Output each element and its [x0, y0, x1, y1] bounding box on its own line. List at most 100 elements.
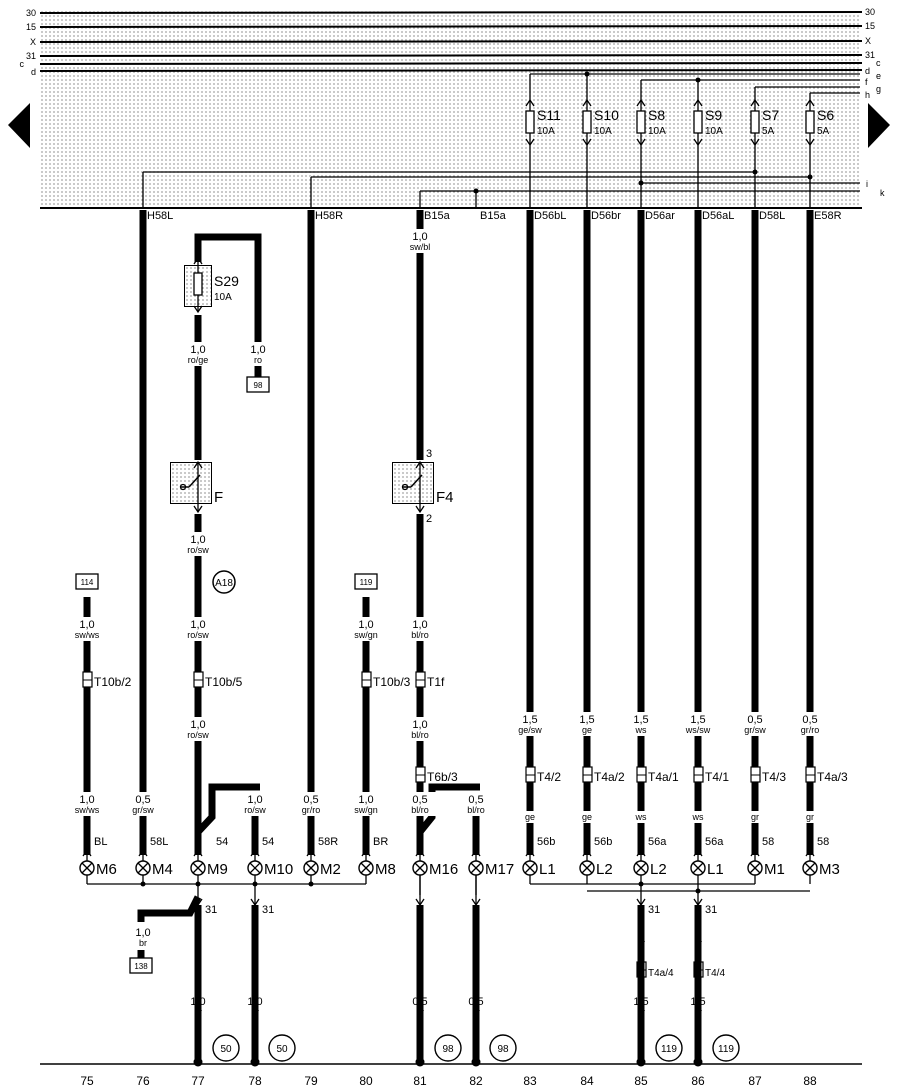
- bulb-icon: [414, 862, 426, 874]
- wire-color: sw/ws: [75, 630, 100, 640]
- bulb-label: M2: [320, 861, 341, 878]
- ref-box-label: 98: [254, 381, 263, 390]
- wire-color: sw/bl: [410, 242, 431, 252]
- fuse-icon: [193, 272, 203, 296]
- bus-line: [39, 69, 863, 72]
- wire-color: br: [139, 938, 147, 948]
- label-background: [513, 712, 547, 736]
- ref-box-label: 114: [81, 578, 94, 587]
- switch-f-label: F: [214, 489, 223, 506]
- pin-label: 54: [262, 836, 274, 848]
- ref-box-label: 138: [134, 962, 148, 971]
- connector-label: T4/2: [537, 770, 561, 784]
- bus-label-right: h: [865, 90, 870, 100]
- bus-line: [39, 11, 863, 14]
- wire-size: 1,0: [79, 619, 94, 631]
- fuse-rating: 10A: [537, 126, 555, 137]
- column-number: 81: [413, 1074, 427, 1088]
- bulb-label: L1: [707, 861, 724, 878]
- connector-label: T4/4: [705, 968, 725, 979]
- label-background: [238, 792, 272, 816]
- ref-circle-label: 50: [220, 1044, 232, 1055]
- bulb-icon: [804, 862, 816, 874]
- bus-label-right: X: [865, 36, 871, 46]
- bulb-label: L2: [596, 861, 613, 878]
- pin-label: BR: [373, 836, 388, 848]
- connector-label: T4a/3: [817, 770, 848, 784]
- fuse-name: S10: [594, 107, 619, 123]
- bus-label-right: e: [876, 71, 881, 81]
- wire-size: 1,0: [79, 794, 94, 806]
- wire-color: ro/sw: [187, 730, 209, 740]
- wire-size: 1,0: [250, 344, 265, 356]
- wire-size: 1,5: [690, 714, 705, 726]
- fuse-rating: 10A: [594, 126, 612, 137]
- wire-color: ro/ge: [188, 355, 209, 365]
- ref-circle: [212, 570, 236, 594]
- pin-label: 56a: [705, 836, 724, 848]
- junction-dot: [140, 881, 146, 887]
- bulb-label: M16: [429, 861, 458, 878]
- label-background: [681, 811, 715, 823]
- ref-box: [129, 957, 153, 974]
- bulb-icon: [635, 862, 647, 874]
- terminal-label: D56br: [591, 210, 621, 222]
- wire-size: 1,0: [190, 619, 205, 631]
- wire-color: gr/sw: [132, 805, 154, 815]
- connector-label: T10b/2: [94, 675, 132, 689]
- bulb-icon: [305, 862, 317, 874]
- label-background: [403, 717, 437, 741]
- column-number: 87: [748, 1074, 762, 1088]
- pin-label: 31: [262, 904, 274, 916]
- wire-size: 1,0: [135, 927, 150, 939]
- wire-color: ro: [254, 355, 262, 365]
- wire-color: sw/gn: [354, 805, 378, 815]
- fuse-icon: [636, 110, 646, 134]
- wire-size: 1,0: [247, 794, 262, 806]
- wire-color: bl/ro: [411, 730, 429, 740]
- wire-color: ws: [635, 725, 647, 735]
- ref-box-label: 119: [360, 578, 373, 587]
- ref-circle-label: 98: [497, 1044, 509, 1055]
- label-background: [793, 811, 827, 823]
- terminal-label: D58L: [759, 210, 785, 222]
- switch-icon: [180, 474, 201, 488]
- label-background: [181, 717, 215, 741]
- ground-point: [415, 1057, 425, 1067]
- pin-label: 31: [648, 904, 660, 916]
- label-background: [403, 229, 437, 253]
- bulb-label: L1: [539, 861, 556, 878]
- wire: [137, 895, 202, 922]
- junction-dot: [752, 169, 758, 175]
- connector-label: T4a/1: [648, 770, 679, 784]
- bus-label-right: i: [866, 179, 868, 189]
- pin-label: 31: [205, 904, 217, 916]
- wire-size: 1,0: [190, 719, 205, 731]
- ref-circle-label: A18: [215, 578, 233, 589]
- column-number: 75: [80, 1074, 94, 1088]
- previous-page-arrow-icon[interactable]: [8, 103, 30, 148]
- wire-color: ge: [582, 725, 592, 735]
- ref-circle: [434, 1034, 462, 1062]
- bus-label-left: 30: [26, 8, 36, 18]
- bulb-icon: [360, 862, 372, 874]
- label-background: [513, 811, 547, 823]
- label-background: [126, 792, 160, 816]
- label-background: [624, 712, 658, 736]
- terminal-label: D56bL: [534, 210, 566, 222]
- terminal-label: H58L: [147, 210, 173, 222]
- label-background: [403, 792, 437, 816]
- bus-label-left: d: [31, 67, 36, 77]
- pin-label: 31: [705, 904, 717, 916]
- wire-color: bl/ro: [467, 805, 485, 815]
- wire-color: ws: [692, 812, 704, 822]
- wire-size: 1,0: [412, 231, 427, 243]
- bulb-icon: [470, 862, 482, 874]
- fuse-rating: 10A: [648, 126, 666, 137]
- next-page-arrow-icon[interactable]: [868, 103, 890, 148]
- wire-size: 0,5: [412, 794, 427, 806]
- ref-circle: [268, 1034, 296, 1062]
- label-background: [349, 792, 383, 816]
- ref-circle: [712, 1034, 740, 1062]
- pin-label: 3: [426, 448, 432, 460]
